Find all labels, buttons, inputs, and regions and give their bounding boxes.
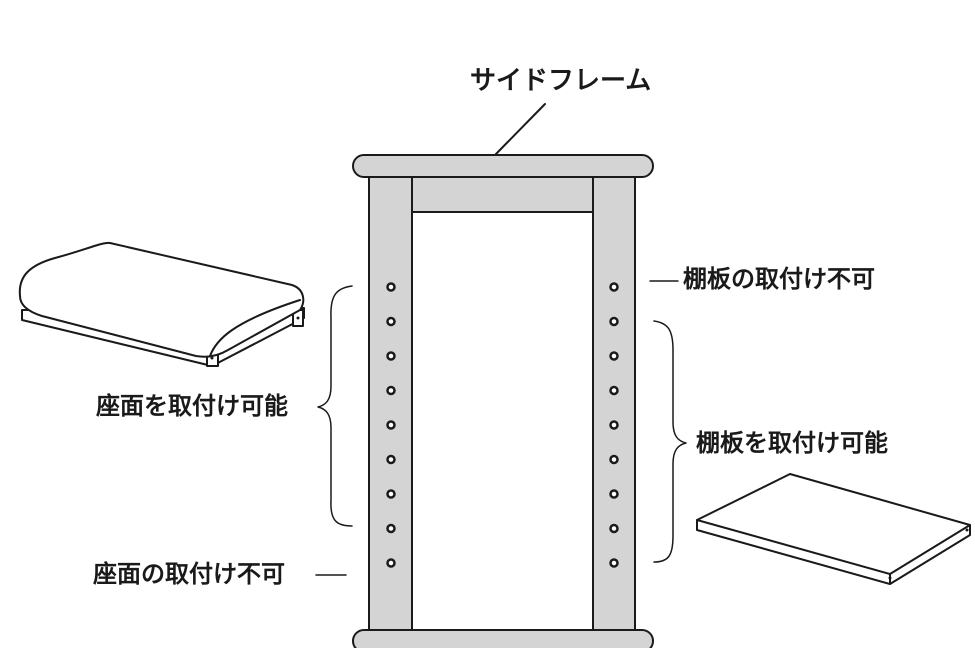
seat-attachable-label: 座面を取付け可能: [96, 392, 288, 420]
left-post-hole: [386, 316, 396, 327]
right-post: [592, 167, 636, 637]
right-post-hole: [609, 351, 619, 361]
top-rail: [352, 154, 654, 178]
shelf-attachable-label: 棚板を取付け可能: [696, 429, 888, 457]
left-post-hole: [386, 454, 396, 465]
side-frame-label: サイドフレーム: [470, 66, 652, 96]
right-post-hole: [609, 385, 619, 396]
left-post-hole: [386, 282, 396, 292]
right-post-hole: [609, 558, 619, 568]
seat-attachable-bracket: [317, 285, 353, 527]
left-post-hole: [386, 489, 396, 499]
shelf-board: [696, 473, 971, 585]
left-post: [368, 167, 413, 637]
left-post-hole: [386, 558, 396, 568]
left-post-hole: [386, 420, 396, 430]
right-post-hole: [609, 420, 619, 430]
left-post-hole: [386, 385, 396, 396]
left-post-hole: [386, 523, 396, 534]
bottom-rail: [352, 629, 654, 648]
shelf-not-attachable-label: 棚板の取付け不可: [683, 265, 875, 293]
right-post-hole: [609, 282, 619, 292]
shelf-attachable-bracket: [653, 320, 687, 563]
left-post-hole: [386, 351, 396, 361]
mounting-holes: [386, 282, 619, 568]
right-post-hole: [609, 523, 619, 534]
seat-not-attachable-label: 座面の取付け不可: [93, 560, 285, 588]
side-frame: [352, 154, 654, 648]
right-post-hole: [609, 316, 619, 327]
right-post-hole: [609, 489, 619, 499]
right-post-hole: [609, 454, 619, 465]
side-frame-leader: [495, 103, 546, 155]
seat-cushion: [18, 241, 305, 367]
